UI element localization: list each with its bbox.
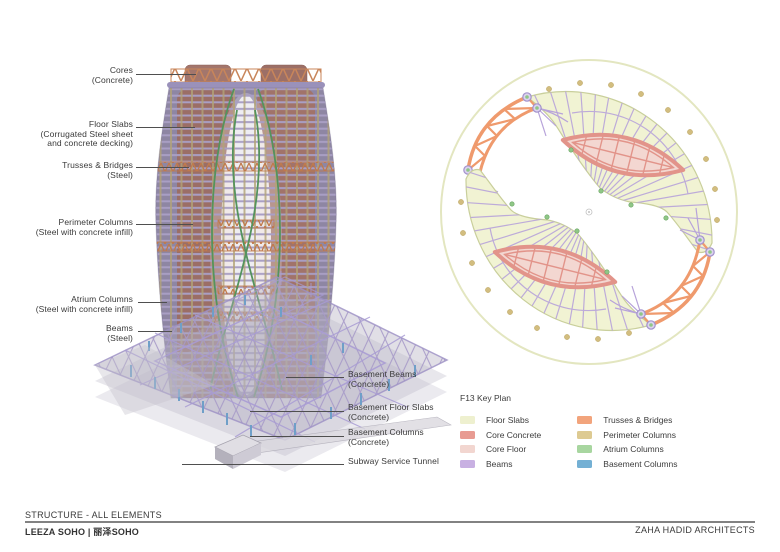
legend-label: Perimeter Columns — [603, 429, 677, 440]
annotation-beams: Beams (Steel) — [8, 323, 133, 343]
annotation-title: Floor Slabs — [88, 119, 133, 129]
project-name: LEEZA SOHO | 丽泽SOHO — [25, 527, 139, 537]
annotation-title: Cores — [109, 65, 133, 75]
leader-line — [136, 74, 196, 75]
annotation-basement-columns: Basement Columns (Concrete) — [348, 427, 480, 447]
annotation-sub: (Steel with concrete infill) — [35, 303, 133, 314]
annotation-subway-tunnel: Subway Service Tunnel — [348, 456, 480, 467]
drawing-title: STRUCTURE - ALL ELEMENTS — [25, 510, 162, 520]
legend-label: Floor Slabs — [486, 415, 529, 426]
legend-item: Beams — [460, 457, 541, 472]
annotation-sub: (Steel) — [107, 169, 133, 180]
annotation-sub: (Concrete) — [91, 74, 133, 85]
leader-line — [182, 464, 344, 465]
legend-label: Core Concrete — [486, 429, 542, 440]
legend-swatch — [460, 430, 475, 439]
legend-label: Beams — [486, 458, 513, 469]
legend-swatch — [577, 430, 593, 439]
annotation-cores: Cores (Concrete) — [8, 65, 133, 85]
annotation-sub: (Corrugated Steel sheet — [40, 128, 133, 139]
legend-item: Trusses & Bridges — [577, 413, 677, 428]
legend-item: Floor Slabs — [460, 413, 541, 428]
legend-label: Atrium Columns — [603, 444, 664, 455]
leader-line — [250, 411, 344, 412]
legend-swatch — [577, 416, 593, 425]
annotation-trusses: Trusses & Bridges (Steel) — [8, 160, 133, 180]
legend-label: Core Floor — [486, 444, 527, 455]
legend-item: Core Concrete — [460, 428, 541, 443]
annotation-title: Atrium Columns — [71, 294, 133, 304]
annotation-basement-beams: Basement Beams (Concrete) — [348, 369, 480, 389]
legend-grid: Floor Slabs Core Concrete Core Floor Bea… — [460, 413, 677, 471]
legend: F13 Key Plan Floor Slabs Core Concrete C… — [460, 393, 677, 471]
leader-line — [136, 224, 193, 225]
legend-label: Basement Columns — [603, 458, 678, 469]
legend-swatch — [577, 459, 593, 468]
leader-line — [136, 127, 195, 128]
annotation-title: Subway Service Tunnel — [348, 456, 439, 466]
annotation-title: Basement Floor Slabs — [348, 402, 434, 412]
legend-item: Basement Columns — [577, 457, 677, 472]
legend-item: Atrium Columns — [577, 442, 677, 457]
legend-label: Trusses & Bridges — [603, 415, 673, 426]
leader-line — [286, 377, 344, 378]
legend-swatch — [460, 416, 475, 425]
annotation-sub: (Concrete) — [348, 411, 390, 422]
legend-swatch — [577, 445, 593, 454]
annotation-title: Perimeter Columns — [58, 217, 133, 227]
annotation-title: Basement Beams — [348, 369, 417, 379]
annotation-perimeter-columns: Perimeter Columns (Steel with concrete i… — [8, 217, 133, 237]
annotation-sub: (Concrete) — [348, 378, 390, 389]
legend-swatch — [460, 445, 475, 454]
tower-axonometric-illustration — [93, 64, 452, 472]
legend-item: Core Floor — [460, 442, 541, 457]
leader-line — [136, 167, 189, 168]
annotation-title: Trusses & Bridges — [62, 160, 133, 170]
legend-swatch — [460, 459, 475, 468]
floor-plan-illustration — [440, 59, 738, 365]
annotation-title: Basement Columns — [348, 427, 424, 437]
annotation-sub: and concrete decking) — [47, 138, 133, 149]
legend-title: F13 Key Plan — [460, 393, 512, 403]
annotation-title: Beams — [106, 323, 133, 333]
firm-name: ZAHA HADID ARCHITECTS — [635, 525, 755, 535]
annotation-sub: (Steel) — [107, 332, 133, 343]
annotation-sub: (Concrete) — [348, 436, 390, 447]
leader-line — [138, 302, 167, 303]
annotation-sub: (Steel with concrete infill) — [35, 226, 133, 237]
legend-item: Perimeter Columns — [577, 428, 677, 443]
leader-line — [250, 436, 344, 437]
footer-rule — [25, 521, 755, 523]
annotation-atrium-columns: Atrium Columns (Steel with concrete infi… — [8, 294, 133, 314]
annotation-basement-floor-slabs: Basement Floor Slabs (Concrete) — [348, 402, 480, 422]
leader-line — [138, 331, 172, 332]
annotation-floor-slabs: Floor Slabs (Corrugated Steel sheet and … — [8, 119, 133, 149]
